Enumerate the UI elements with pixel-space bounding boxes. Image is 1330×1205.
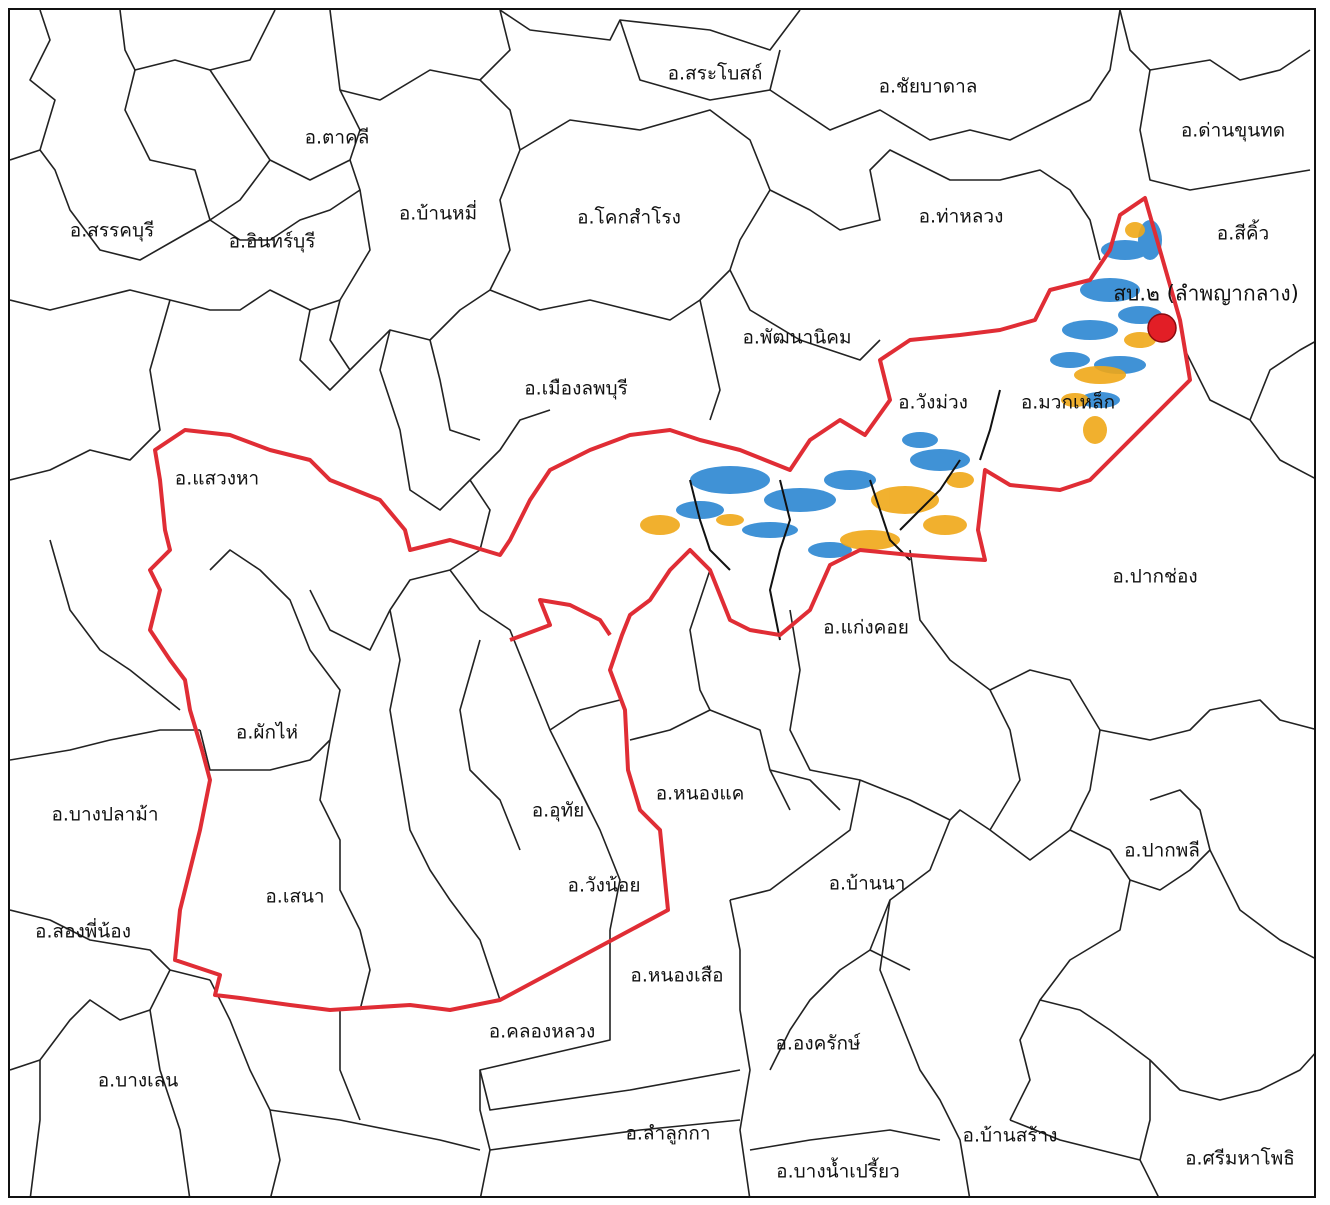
district-label-dankhunthot: อ.ด่านขุนทด [1180,119,1286,142]
district-label-banna: อ.บ้านนา [828,872,906,895]
district-label-takhli: อ.ตาคลี [304,126,370,149]
district-label-wangnoi: อ.วังน้อย [567,874,641,897]
basin-inner-boundary [509,598,612,642]
district-label-pakphli: อ.ปากพลี [1124,839,1200,862]
district-label-banmi: อ.บ้านหมี่ [398,202,478,225]
district-label-srimahaphot: อ.ศรีมหาโพธิ [1185,1147,1295,1170]
district-label-bansang: อ.บ้านสร้าง [962,1124,1058,1147]
district-label-phakhai: อ.ผักไห่ [235,721,299,744]
district-label-chaibadan: อ.ชัยบาดาล [878,75,978,98]
sub-basin-lines [689,389,1001,641]
district-label-sarabot: อ.สระโบสถ์ [667,62,763,85]
district-label-kaengkhoi: อ.แก่งคอย [823,616,909,639]
district-label-sena: อ.เสนา [265,885,325,908]
flood-extent [640,220,1162,558]
district-label-sanphrakhon: อ.สรรคบุรี [69,219,155,242]
district-label-nongkhae: อ.หนองแค [655,782,745,805]
district-label-mueanglopburi: อ.เมืองลพบุรี [524,377,628,400]
district-label-muaklek: อ.มวกเหล็ก [1020,391,1116,414]
district-label-banglen: อ.บางเลน [97,1069,179,1092]
district-label-ongkharak: อ.องครักษ์ [775,1032,861,1055]
district-label-sikhio: อ.สีคิ้ว [1216,222,1270,245]
district-label-songphinong: อ.สองพี่น้อง [35,920,131,943]
district-label-bangnamprieo: อ.บางน้ำเปรี้ยว [776,1160,900,1183]
district-label-wangmuang: อ.วังม่วง [898,391,968,414]
district-map [10,10,1314,1196]
district-label-khlongluang: อ.คลองหลวง [488,1020,596,1043]
district-label-pakchong: อ.ปากช่อง [1112,565,1198,588]
district-label-saenghai: อ.แสวงหา [174,467,260,490]
district-label-nongsuea: อ.หนองเสือ [630,964,724,987]
map-frame: อ.สระโบสถ์ อ.ชัยบาดาล อ.ด่านขุนทด อ.ตาคล… [8,8,1316,1198]
river-basin-outline [148,196,1192,1012]
district-label-uthai: อ.อุทัย [531,799,585,822]
red-circle-marker-icon[interactable] [1146,312,1178,344]
district-label-phatthananikhom: อ.พัฒนานิคม [742,326,852,349]
district-label-khoksamrong: อ.โคกสำโรง [577,206,681,229]
district-label-thaluang: อ.ท่าหลวง [918,205,1004,228]
district-label-lamlukka: อ.ลำลูกกา [625,1122,711,1145]
station-label: สบ.๒ (ลำพญากลาง) [1113,281,1299,306]
district-label-inburi: อ.อินทร์บุรี [228,230,316,253]
district-label-bangplama: อ.บางปลาม้า [51,803,159,826]
district-boundaries [10,10,1314,1196]
